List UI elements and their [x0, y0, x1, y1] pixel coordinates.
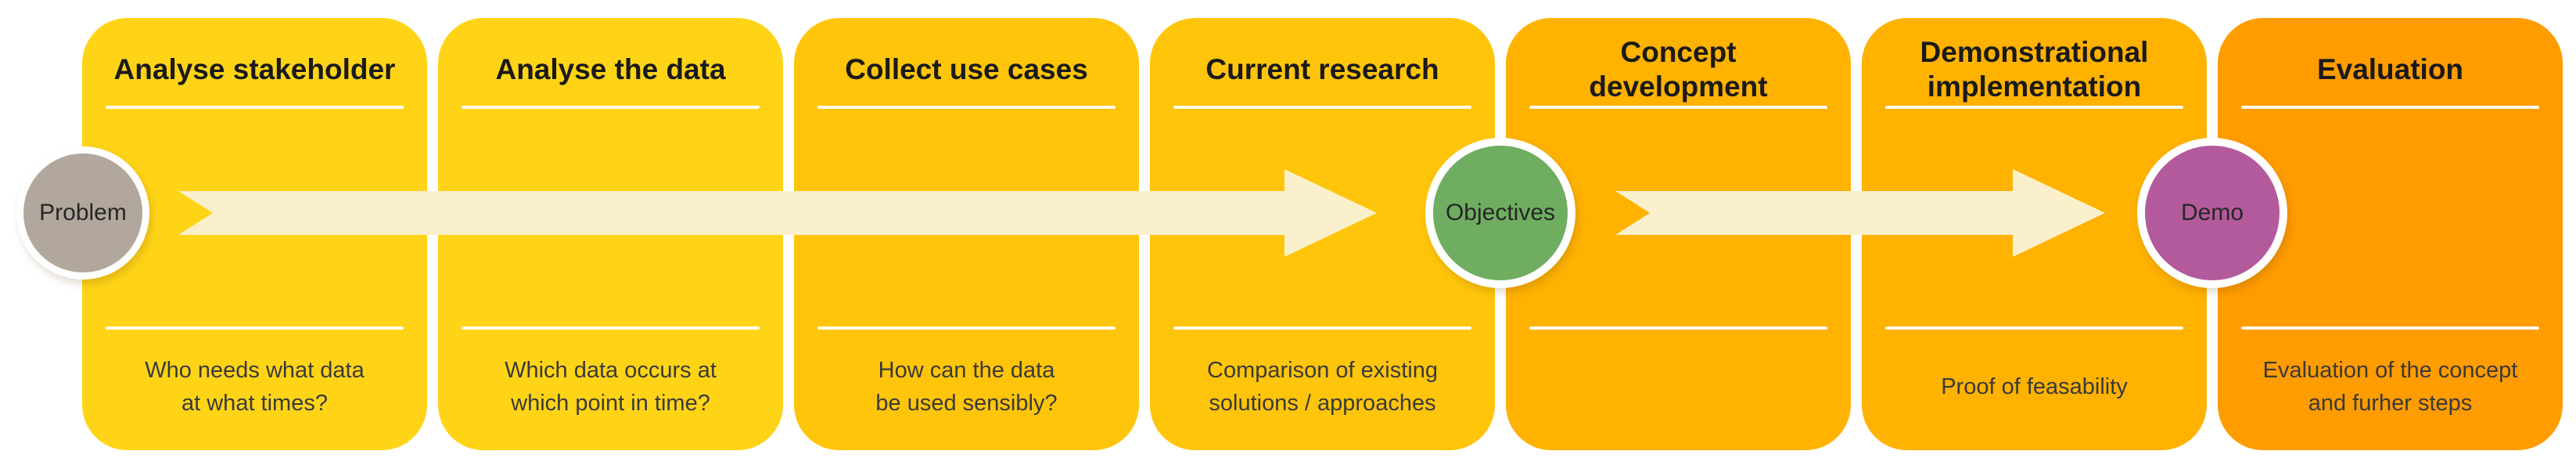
stage-description: Proof of feasability [1941, 373, 2128, 399]
milestone-objectives: Objectives [1425, 138, 1575, 288]
description-divider [1529, 326, 1827, 330]
stage-description: Evaluation of the concept and furher ste… [2262, 357, 2518, 416]
title-divider [1529, 106, 1827, 109]
description-divider [1885, 326, 2183, 330]
title-divider [1885, 106, 2183, 109]
stage-card-collect-use-cases: Collect use cases How can the data be us… [794, 18, 1139, 450]
description-divider [1173, 326, 1471, 330]
stage-description: Which data occurs at which point in time… [505, 357, 717, 416]
stage-title: Collect use cases [845, 53, 1088, 86]
milestone-demo: Demo [2137, 138, 2287, 288]
stage-description: How can the data be used sensibly? [875, 357, 1058, 416]
stage-title: Demonstrational implementation [1920, 36, 2149, 103]
stage-title: Current research [1205, 53, 1439, 86]
stage-title: Analyse stakeholder [113, 53, 396, 86]
milestone-objectives-label: Objectives [1445, 200, 1556, 225]
description-divider [462, 326, 760, 330]
stage-title: Evaluation [2316, 53, 2464, 86]
title-divider [1173, 106, 1471, 109]
milestone-problem: Problem [16, 146, 149, 280]
stage-card-analyse-the-data: Analyse the data Which data occurs at wh… [438, 18, 783, 450]
description-divider [106, 326, 404, 330]
stage-description: Comparison of existing solutions / appro… [1207, 357, 1438, 416]
description-divider [2241, 326, 2539, 330]
title-divider [106, 106, 404, 109]
title-divider [462, 106, 760, 109]
stage-description: Who needs what data at what times? [145, 357, 365, 416]
stage-title: Analyse the data [495, 53, 726, 86]
stage-title: Concept development [1589, 36, 1768, 103]
milestone-demo-label: Demo [2180, 200, 2244, 225]
stage-description [1517, 334, 1840, 439]
title-divider [817, 106, 1116, 109]
title-divider [2241, 106, 2539, 109]
description-divider [817, 326, 1116, 330]
milestone-problem-label: Problem [39, 200, 127, 225]
